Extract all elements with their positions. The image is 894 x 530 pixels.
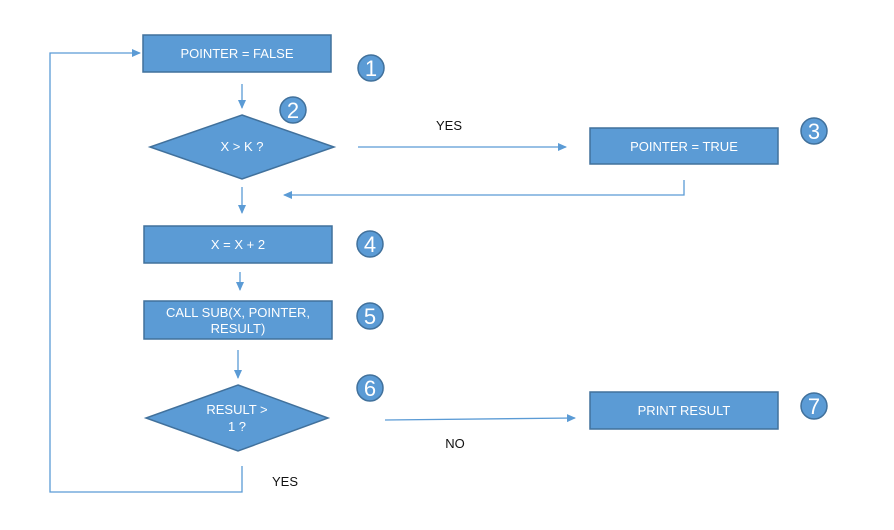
label-x-greater-k: X > K ?	[221, 139, 264, 154]
step-badges: 1 2 3 4 5 6 7	[279, 54, 828, 420]
label-call-sub-line1: CALL SUB(X, POINTER,	[166, 305, 310, 320]
edge-labels: YES NO YES	[272, 118, 465, 489]
label-pointer-true: POINTER = TRUE	[630, 139, 738, 154]
process-pointer-false	[142, 34, 332, 73]
arrow-6-loop-back-yes	[49, 49, 243, 493]
label-result-line2: 1 ?	[228, 419, 246, 434]
edge-label-no: NO	[445, 436, 465, 451]
label-print-result: PRINT RESULT	[638, 403, 731, 418]
process-print-result	[589, 391, 779, 430]
step-badge-3: 3	[800, 117, 828, 145]
step-badge-3-text: 3	[808, 119, 820, 144]
decision-result-greater-1	[143, 384, 331, 452]
process-x-plus-2	[143, 225, 333, 264]
process-pointer-true	[589, 127, 779, 165]
decision-x-greater-k	[147, 114, 337, 180]
label-call-sub-line2: RESULT)	[211, 321, 266, 336]
step-badge-7-text: 7	[808, 394, 820, 419]
connectors	[49, 49, 685, 493]
step-badge-1-text: 1	[365, 56, 377, 81]
label-x-plus-2: X = X + 2	[211, 237, 265, 252]
step-badge-7: 7	[800, 392, 828, 420]
step-badge-4: 4	[356, 230, 384, 258]
step-badge-4-text: 4	[364, 232, 376, 257]
step-badge-2-text: 2	[287, 98, 299, 123]
step-badge-6-text: 6	[364, 376, 376, 401]
process-call-sub	[143, 300, 333, 340]
step-badge-6: 6	[356, 374, 384, 402]
step-badge-5: 5	[356, 302, 384, 330]
shapes	[142, 34, 779, 452]
label-pointer-false: POINTER = FALSE	[180, 46, 293, 61]
step-badge-1: 1	[357, 54, 385, 82]
shape-labels: POINTER = FALSE X > K ? POINTER = TRUE X…	[166, 46, 738, 434]
edge-label-yes-top: YES	[436, 118, 462, 133]
step-badge-5-text: 5	[364, 304, 376, 329]
step-badge-2: 2	[279, 96, 307, 124]
arrow-3-return	[283, 180, 685, 199]
arrow-6-to-7-no	[384, 414, 576, 423]
edge-label-yes-bottom: YES	[272, 474, 298, 489]
label-result-line1: RESULT >	[206, 402, 267, 417]
